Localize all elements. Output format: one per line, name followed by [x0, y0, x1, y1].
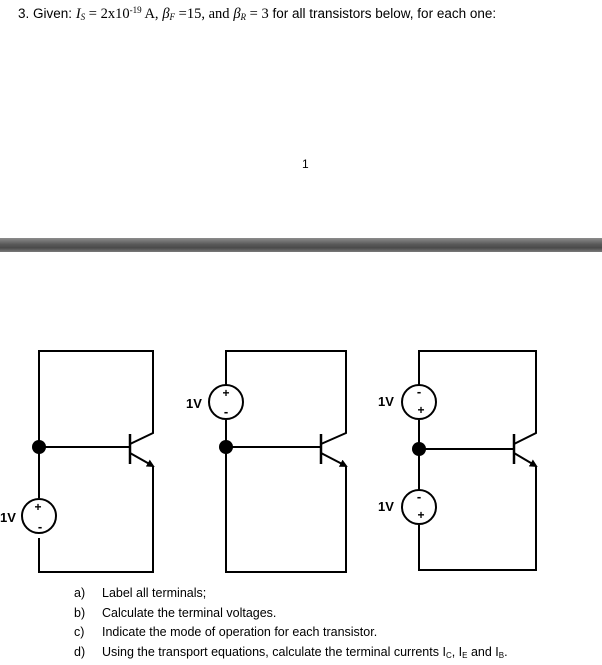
node-dot-3 — [412, 442, 426, 456]
node-dot-1 — [32, 440, 46, 454]
minus-sign-2: - — [224, 404, 228, 419]
beta-reverse: βR = 3 — [233, 6, 268, 22]
source-label-1: 1V — [0, 510, 16, 525]
task-item-a: a)Label all terminals; — [74, 584, 508, 604]
circuit-2 — [209, 351, 346, 572]
problem-statement: 3. Given: IS = 2x10-19 A, βF =15, and βR… — [18, 5, 496, 23]
minus-sign-1: - — [38, 519, 42, 534]
beta-forward: βF =15, and — [162, 6, 229, 22]
task-item-d: d)Using the transport equations, calcula… — [74, 643, 508, 665]
plus-sign-2: + — [222, 386, 229, 400]
task-list: a)Label all terminals; b)Calculate the t… — [74, 584, 508, 665]
problem-number: 3. — [18, 6, 29, 21]
page-number: 1 — [302, 157, 309, 171]
plus-sign-3: + — [417, 403, 424, 417]
minus-sign-4: - — [417, 489, 421, 504]
plus-sign-1: + — [34, 500, 41, 514]
circuit-3 — [402, 351, 536, 570]
source-label-2: 1V — [186, 396, 202, 411]
transistor-emitter-3 — [514, 453, 536, 466]
task-item-b: b)Calculate the terminal voltages. — [74, 604, 508, 624]
wire-bottom-loop-1 — [39, 447, 153, 572]
wire-top-loop-1 — [39, 351, 153, 447]
source-label-3: 1V — [378, 394, 394, 409]
task-item-c: c)Indicate the mode of operation for eac… — [74, 623, 508, 643]
problem-lead: Given: — [33, 6, 72, 21]
plus-sign-4: + — [417, 508, 424, 522]
transistor-emitter-2 — [321, 453, 346, 466]
saturation-current: IS = 2x10-19 A, — [76, 6, 159, 22]
circuit-1 — [22, 351, 153, 572]
node-dot-2 — [219, 440, 233, 454]
bjt-circuits: + - + - - + - + 1V 1V 1V 1V — [0, 340, 602, 576]
source-label-4: 1V — [378, 499, 394, 514]
wire-bottom-loop-2 — [226, 447, 346, 572]
minus-sign-3: - — [417, 384, 421, 399]
problem-tail: for all transistors below, for each one: — [273, 6, 497, 21]
page-divider — [0, 238, 602, 252]
wire-top-loop-2 — [226, 351, 346, 447]
transistor-emitter-1 — [130, 453, 153, 466]
